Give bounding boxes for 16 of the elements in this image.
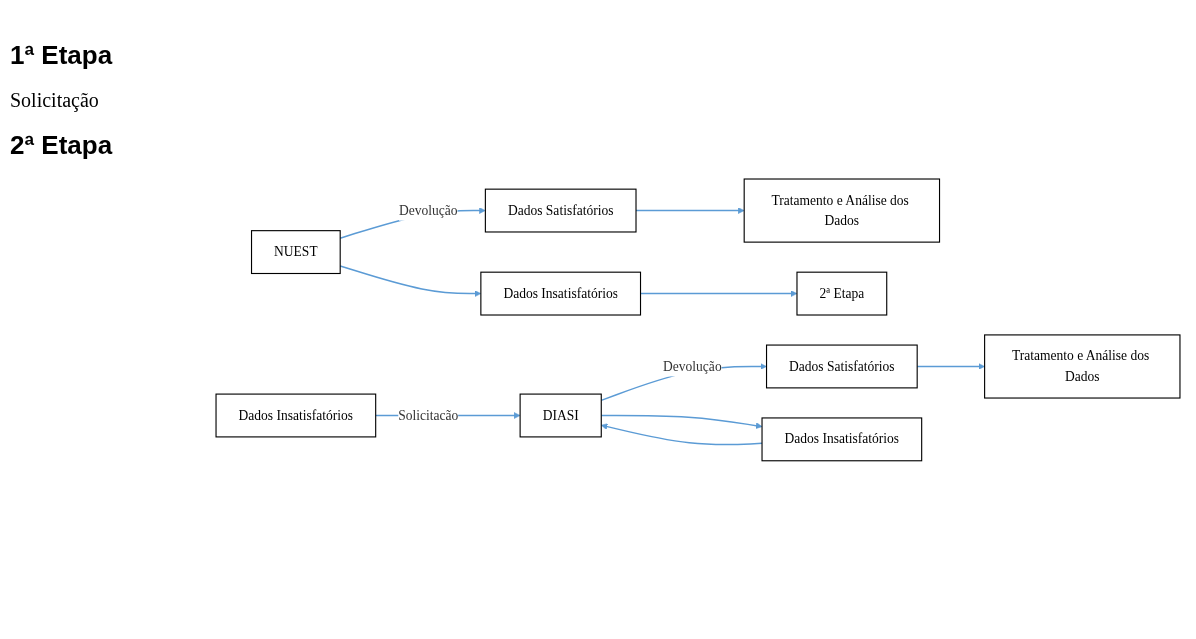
node-box: DIASI <box>519 393 602 438</box>
annotation-text: Solicitação <box>10 89 100 112</box>
node-box: Dados Insatisfatórios <box>761 417 923 461</box>
stage-heading: 2ª Etapa <box>10 130 114 161</box>
node-box: Dados Satisfatórios <box>484 188 637 233</box>
edge-label: Solicitacão <box>398 407 459 423</box>
node-box: Dados Insatisfatórios <box>480 271 642 316</box>
edge-label: Devolução <box>398 202 458 218</box>
node-box: 2ª Etapa <box>796 271 888 316</box>
stage-heading: 1ª Etapa <box>10 40 114 71</box>
node-box: NUEST <box>250 229 341 274</box>
node-box: Tratamento e Análise dos Dados <box>984 333 1181 399</box>
node-box: Dados Insatisfatórios <box>215 393 377 438</box>
node-box: Dados Satisfatórios <box>765 344 918 389</box>
edge-label: Devolução <box>663 358 722 374</box>
node-box: Tratamento e Análise dos Dados <box>743 178 941 243</box>
